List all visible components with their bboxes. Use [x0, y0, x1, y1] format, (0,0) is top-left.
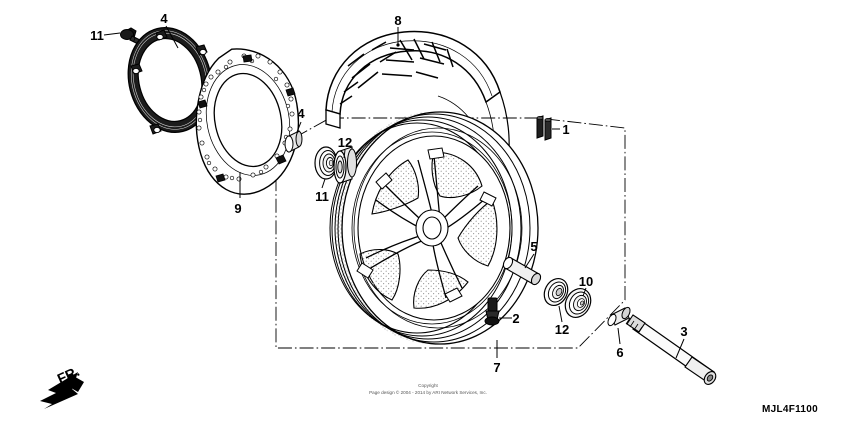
wheel-bearing-left	[333, 146, 357, 184]
front-wheel	[329, 111, 539, 345]
tire-tread-pattern	[339, 38, 454, 105]
pulser-ring	[127, 26, 213, 135]
leader-line-3	[675, 338, 685, 359]
callout-2: 2	[512, 311, 519, 326]
leader-line-5	[165, 25, 179, 49]
copyright-line-2: Page design © 2004 - 2014 by ARI Network…	[369, 389, 487, 395]
side-collar-right	[607, 306, 631, 327]
front-brake-disc	[195, 48, 300, 195]
front-direction-arrow	[40, 372, 84, 409]
copyright-line-1: Copyright	[418, 383, 438, 388]
callout-7: 7	[493, 360, 500, 375]
front-tire-section	[325, 30, 510, 179]
leader-line-10	[103, 32, 121, 36]
callout-12-right: 10	[579, 274, 593, 289]
balance-weight	[536, 115, 552, 141]
callout-11-left: 12	[338, 135, 352, 150]
disc-drilled-holes	[196, 53, 295, 182]
callout-8: 8	[394, 13, 401, 28]
disc-mount-lugs	[197, 54, 296, 183]
wheel-bearing-right	[543, 278, 569, 306]
callout-6: 5	[530, 239, 537, 254]
callout-1: 1	[562, 122, 569, 137]
front-axle	[625, 314, 717, 385]
side-collar-left	[284, 130, 303, 153]
callout-12-left: 11	[315, 189, 329, 204]
leader-line-6	[524, 253, 535, 269]
leader-line-12-right	[582, 287, 587, 297]
distance-collar	[502, 256, 542, 286]
callout-5: 4	[160, 11, 168, 26]
assembly-boundary-outline	[275, 117, 626, 349]
oil-seal-right	[564, 288, 592, 318]
callout-9: 9	[234, 201, 241, 216]
callout-11-right: 12	[555, 322, 569, 337]
callout-3: 3	[680, 324, 687, 339]
callout-4-left: 4	[297, 106, 305, 121]
leader-line-11-right	[558, 305, 563, 323]
leader-line-4-left	[296, 121, 302, 133]
leader-line-12-left	[321, 178, 326, 189]
callout-4-right: 6	[616, 345, 623, 360]
valve-stem	[484, 297, 500, 326]
axle-threads	[625, 317, 643, 334]
leader-line-11-left	[343, 149, 346, 159]
wheel-spoke-voids	[359, 151, 498, 309]
diagram-code: MJL4F1100	[762, 404, 818, 415]
callout-10: 11	[90, 28, 104, 43]
leader-line-4-right	[617, 327, 621, 345]
